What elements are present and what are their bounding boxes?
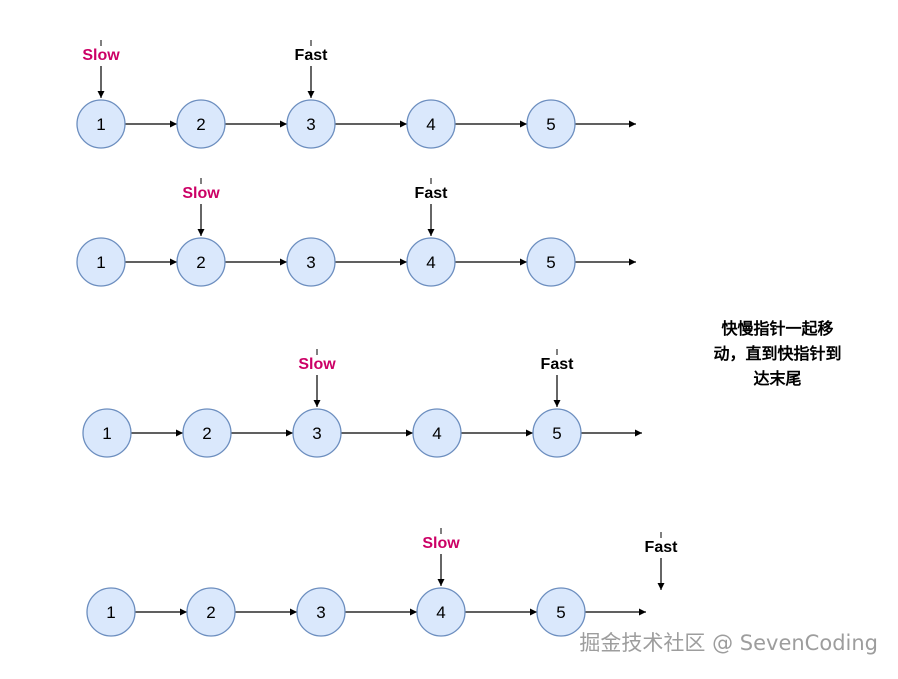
- node-circle: [296, 587, 346, 637]
- node-circle: [186, 587, 236, 637]
- node-value: 1: [96, 115, 105, 134]
- slow-label: Slow: [182, 185, 220, 202]
- node-circle: [76, 99, 126, 149]
- node-circle: [286, 99, 336, 149]
- list-row-2: 1 2 3 4 5 Slow Fast: [76, 178, 636, 287]
- node-circle: [526, 237, 576, 287]
- node-circle: [286, 237, 336, 287]
- list-node: 5: [526, 237, 576, 287]
- slow-label: Slow: [82, 47, 120, 64]
- list-node: 4: [412, 408, 462, 458]
- list-node: 3: [286, 99, 336, 149]
- list-node: 3: [286, 237, 336, 287]
- node-circle: [176, 237, 226, 287]
- list-node: 4: [406, 99, 456, 149]
- node-circle: [82, 408, 132, 458]
- node-circle: [536, 587, 586, 637]
- list-row-3: 1 2 3 4 5 Slow Fast: [82, 349, 642, 458]
- node-circle: [86, 587, 136, 637]
- fast-pointer: Fast: [415, 178, 449, 236]
- list-node: 1: [76, 99, 126, 149]
- node-value: 3: [306, 253, 315, 272]
- note-line: 快慢指针一起移: [721, 319, 834, 338]
- list-node: 5: [526, 99, 576, 149]
- node-value: 4: [426, 115, 435, 134]
- node-circle: [532, 408, 582, 458]
- note-line: 动，直到快指针到: [713, 344, 842, 363]
- list-node: 5: [532, 408, 582, 458]
- slow-pointer: Slow: [298, 349, 336, 407]
- node-value: 5: [546, 115, 555, 134]
- node-circle: [182, 408, 232, 458]
- list-node: 2: [182, 408, 232, 458]
- node-value: 2: [196, 115, 205, 134]
- node-value: 3: [306, 115, 315, 134]
- list-node: 2: [176, 99, 226, 149]
- fast-pointer: Fast: [541, 349, 575, 407]
- list-row-1: 1 2 3 4 5 Slow Fast: [76, 40, 636, 149]
- list-node: 1: [76, 237, 126, 287]
- fast-label: Fast: [415, 185, 449, 202]
- node-value: 5: [552, 424, 561, 443]
- node-value: 3: [312, 424, 321, 443]
- slow-label: Slow: [298, 356, 336, 373]
- node-value: 3: [316, 603, 325, 622]
- fast-pointer: Fast: [295, 40, 329, 98]
- slow-pointer: Slow: [422, 528, 460, 586]
- list-node: 4: [406, 237, 456, 287]
- fast-label: Fast: [541, 356, 575, 373]
- fast-pointer: Fast: [645, 532, 679, 590]
- list-node: 1: [82, 408, 132, 458]
- list-node: 5: [536, 587, 586, 637]
- fast-label: Fast: [645, 539, 679, 556]
- list-node: 3: [296, 587, 346, 637]
- node-circle: [526, 99, 576, 149]
- list-node: 1: [86, 587, 136, 637]
- node-value: 2: [206, 603, 215, 622]
- slow-pointer: Slow: [182, 178, 220, 236]
- node-circle: [412, 408, 462, 458]
- node-circle: [176, 99, 226, 149]
- node-value: 1: [102, 424, 111, 443]
- node-circle: [406, 237, 456, 287]
- node-value: 4: [436, 603, 445, 622]
- node-circle: [76, 237, 126, 287]
- node-value: 2: [202, 424, 211, 443]
- slow-pointer: Slow: [82, 40, 120, 98]
- note-line: 达末尾: [753, 369, 802, 388]
- node-value: 1: [106, 603, 115, 622]
- explanation-note: 快慢指针一起移 动，直到快指针到 达末尾: [690, 316, 865, 391]
- node-value: 4: [432, 424, 441, 443]
- slow-label: Slow: [422, 535, 460, 552]
- node-value: 4: [426, 253, 435, 272]
- list-node: 2: [186, 587, 236, 637]
- watermark: 掘金技术社区 @ SevenCoding: [579, 631, 878, 655]
- fast-label: Fast: [295, 47, 329, 64]
- node-value: 5: [546, 253, 555, 272]
- node-circle: [292, 408, 342, 458]
- list-node: 2: [176, 237, 226, 287]
- list-node: 4: [416, 587, 466, 637]
- list-row-4: 1 2 3 4 5 Slow Fast: [86, 528, 679, 637]
- node-circle: [416, 587, 466, 637]
- node-value: 2: [196, 253, 205, 272]
- list-node: 3: [292, 408, 342, 458]
- node-circle: [406, 99, 456, 149]
- node-value: 5: [556, 603, 565, 622]
- node-value: 1: [96, 253, 105, 272]
